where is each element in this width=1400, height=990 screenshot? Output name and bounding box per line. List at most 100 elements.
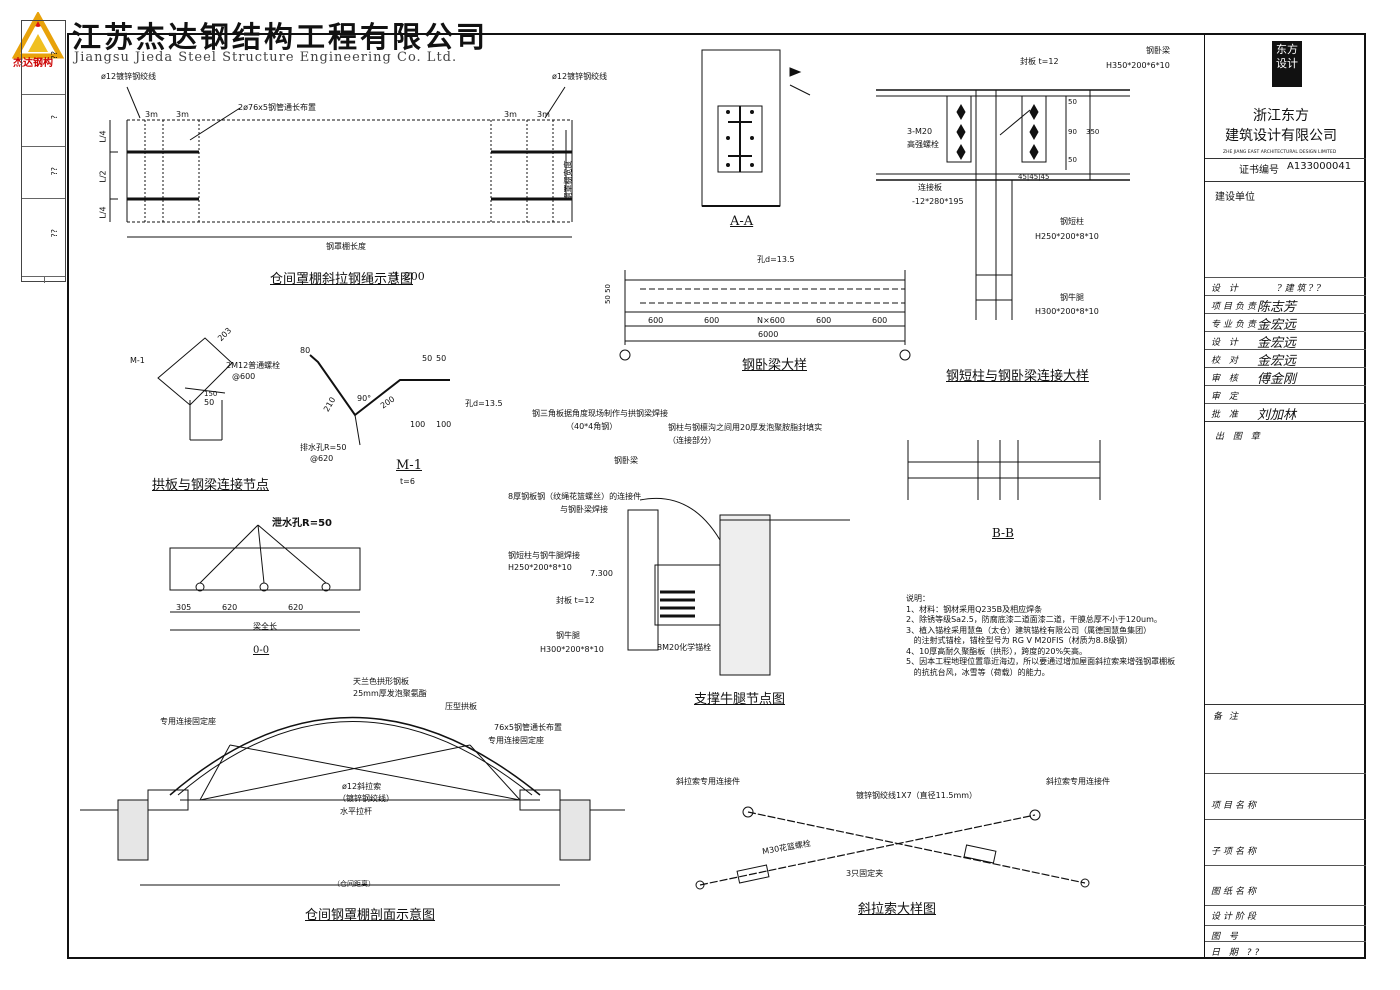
beam-column-lines bbox=[876, 89, 1130, 320]
dim-3m: 3m bbox=[176, 110, 189, 119]
dim-50a: 50 bbox=[1068, 98, 1077, 106]
dim-305: 305 bbox=[176, 603, 192, 612]
bracket-elev: 7.300 bbox=[590, 569, 613, 578]
client-label: 建设单位 bbox=[1215, 192, 1255, 203]
bracket-anchor: 8M20化学锚栓 bbox=[657, 643, 712, 652]
beam-label: 钢卧梁 bbox=[1146, 46, 1170, 55]
m1-dim: 100 bbox=[436, 420, 452, 429]
dim-l2: L/2 bbox=[98, 170, 108, 183]
m1-dim: 80 bbox=[300, 346, 311, 355]
cable-left: 斜拉索专用连接件 bbox=[676, 777, 740, 786]
cable-detail-title: 斜拉索大样图 bbox=[858, 902, 937, 917]
span-dim: N×600 bbox=[757, 316, 785, 325]
m1-drain-spacing: @620 bbox=[310, 454, 334, 463]
beam-column-title: 钢短柱与钢卧梁连接大样 bbox=[946, 369, 1090, 384]
design-company-en: ZHE JIANG EAST ARCHITECTURAL DESIGN LIMI… bbox=[1223, 150, 1337, 155]
section-aa-lines bbox=[701, 49, 811, 207]
binding-cell: ?? bbox=[22, 199, 65, 277]
note-line: 的抗抗台风，冰雪等（荷载）的能力。 bbox=[906, 667, 1050, 677]
span-dim: 600 bbox=[704, 316, 720, 325]
hole-label: 孔d=13.5 bbox=[757, 255, 795, 264]
span-dim: 600 bbox=[816, 316, 832, 325]
company-logo: 杰达钢构 bbox=[10, 12, 66, 69]
plate-spec: -12*280*195 bbox=[912, 197, 964, 206]
drain-label: 泄水孔R=50 bbox=[272, 518, 332, 529]
tension-diagram-title: 仓间罩棚斜拉钢绳示意图 bbox=[270, 272, 414, 287]
plate-node-title: 拱板与钢梁连接节点 bbox=[152, 478, 270, 493]
cert-number: A133000041 bbox=[1287, 161, 1352, 172]
m1-hole: 孔d=13.5 bbox=[465, 399, 503, 408]
m1-thickness: t=6 bbox=[400, 477, 415, 486]
plate-node-lines bbox=[157, 337, 233, 441]
dim-150: 150 bbox=[204, 390, 218, 398]
bracket-node-lines bbox=[627, 497, 850, 676]
bracket-note-1b: （40*4角钢） bbox=[566, 422, 618, 431]
tension-diagram-scale: 1:200 bbox=[393, 270, 425, 283]
m1-dim: 50 bbox=[422, 354, 433, 363]
width-label: 钢罩棚宽度 bbox=[563, 160, 573, 201]
bracket-col: 钢短柱与钢牛腿焊接 bbox=[508, 551, 580, 560]
shed-l1b: 25mm厚发泡聚氨酯 bbox=[353, 689, 427, 698]
m1-label: M-1 bbox=[130, 356, 145, 365]
dim-50: 50 bbox=[204, 398, 215, 407]
logo-triangle-icon bbox=[11, 12, 65, 59]
dim-620b: 620 bbox=[288, 603, 304, 612]
note-line: 4、10厚高耐久聚酯板（拱形），跨度的20%矢高。 bbox=[906, 646, 1088, 656]
m1-dim: 50 bbox=[436, 354, 447, 363]
section-aa-title: A-A bbox=[730, 214, 754, 229]
cable-clamp: 3只固定夹 bbox=[846, 869, 884, 878]
m1-lines bbox=[309, 354, 450, 446]
m1-title: M-1 bbox=[396, 458, 422, 473]
dim-l4-bot: L/4 bbox=[98, 206, 108, 219]
shed-l1: 天兰色拱形钢板 bbox=[353, 677, 409, 686]
dim-350: 350 bbox=[1086, 128, 1100, 136]
notes-head: 说明： bbox=[906, 594, 930, 603]
stage-stamp-label: 出 图 章 bbox=[1215, 432, 1263, 442]
design-company-line2: 建筑设计有限公司 bbox=[1225, 128, 1337, 144]
shed-span: （仓间距离） bbox=[333, 880, 375, 888]
note-line: 5、因本工程地理位置靠近海边，所以要通过增加屋面斜拉索来增强钢罩棚板 bbox=[906, 657, 1176, 666]
bracket-note-3b: 与钢卧梁焊接 bbox=[560, 505, 608, 514]
binding-cell: ?? bbox=[22, 147, 65, 199]
plate-label: 连接板 bbox=[918, 183, 942, 192]
length-label: 钢罩棚长度 bbox=[326, 242, 366, 251]
shed-section-lines bbox=[80, 716, 625, 886]
company-name-en: Jiangsu Jieda Steel Structure Engineerin… bbox=[74, 50, 458, 65]
shed-section-title: 仓间钢罩棚剖面示意图 bbox=[305, 908, 436, 923]
dim-l4-top: L/4 bbox=[98, 130, 108, 143]
bracket-beam: 钢卧梁 bbox=[614, 456, 638, 465]
note-line: 1、材料：钢材采用Q235B及相应焊条 bbox=[906, 604, 1043, 614]
title-block: 东方设计 浙江东方 建筑设计有限公司 ZHE JIANG EAST ARCHIT… bbox=[1204, 33, 1366, 959]
bracket-col-spec: H250*200*8*10 bbox=[508, 563, 572, 572]
dim-3m: 3m bbox=[537, 110, 550, 119]
bracket-brk-spec: H300*200*8*10 bbox=[540, 645, 604, 654]
bolts-label: 3-M20 bbox=[907, 127, 933, 136]
bolt-label: 2M12普通螺栓 bbox=[226, 361, 281, 370]
beam-elev-title: 钢卧梁大样 bbox=[742, 358, 808, 373]
cable-wire: 镀锌钢绞线1X7（直径11.5mm） bbox=[856, 791, 978, 800]
shed-l4: 76x5钢管通长布置 bbox=[494, 723, 563, 732]
dim-45: 45|45|45 bbox=[1018, 173, 1050, 181]
design-logo-icon: 东方设计 bbox=[1272, 41, 1302, 87]
section-00-title: 0-0 bbox=[253, 645, 270, 656]
bracket-node-title: 支撑牛腿节点图 bbox=[694, 692, 786, 707]
left-dims: 50 50 bbox=[604, 283, 613, 305]
beam-spec: H350*200*6*10 bbox=[1106, 61, 1170, 70]
bolt-spacing: @600 bbox=[232, 372, 256, 381]
note-line: 3、植入锚栓采用慧鱼（太仓）建筑锚栓有限公司（属德国慧鱼集团） bbox=[906, 625, 1152, 635]
m1-dim: 100 bbox=[410, 420, 426, 429]
bolts-label-2: 高强螺栓 bbox=[907, 140, 939, 149]
general-notes: 说明： 1、材料：钢材采用Q235B及相应焊条 2、除锈等级Sa2.5，防腐底漆… bbox=[906, 594, 1175, 678]
note-label: 备 注 bbox=[1213, 712, 1240, 722]
dim-90: 90 bbox=[1068, 128, 1077, 136]
binding-cell: ?? bbox=[22, 21, 65, 95]
dim-50b: 50 bbox=[1068, 156, 1077, 164]
cable-right: 斜拉索专用连接件 bbox=[1046, 777, 1110, 786]
note-line: 2、除锈等级Sa2.5，防腐底漆二道面漆二道，干膜总厚不小于120um。 bbox=[906, 615, 1162, 624]
note-line: 的注射式锚栓，锚栓型号为 RG V M20FIS（材质为8.8级钢） bbox=[906, 636, 1133, 645]
column-label: 钢短柱 bbox=[1060, 217, 1084, 226]
total-dim: 6000 bbox=[758, 330, 779, 339]
m1-dim: 90° bbox=[357, 394, 372, 403]
bracket-spec: H300*200*8*10 bbox=[1035, 307, 1099, 316]
